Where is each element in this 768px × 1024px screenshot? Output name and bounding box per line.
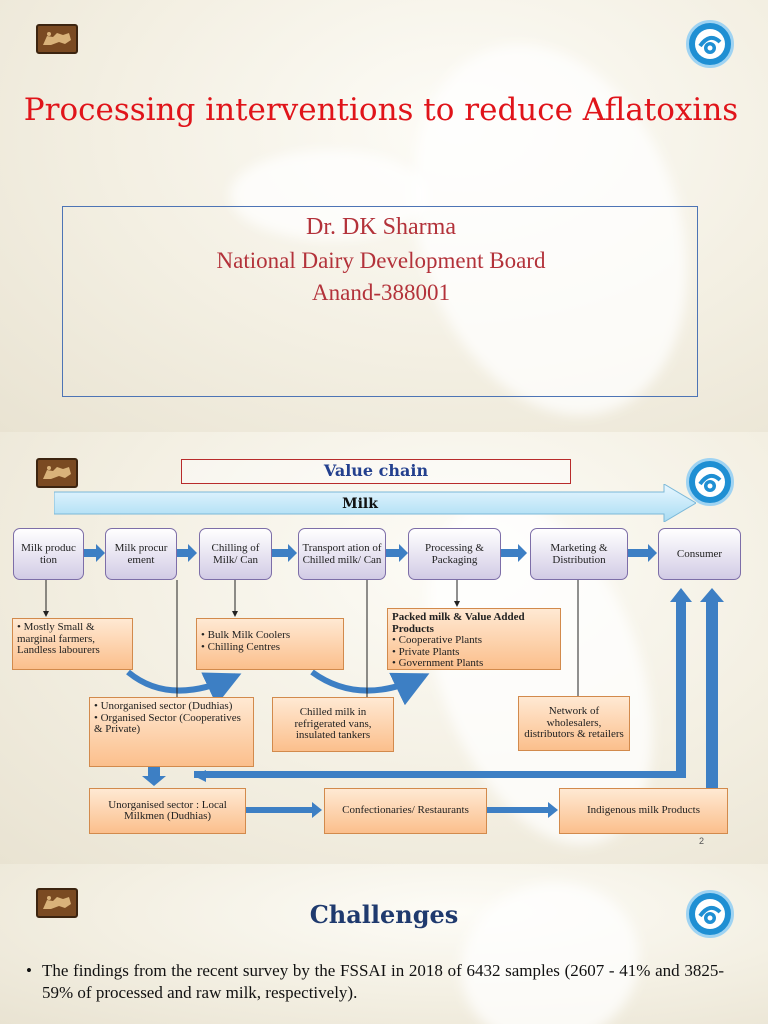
page-number: 2 xyxy=(698,836,704,846)
stage-consumer: Consumer xyxy=(658,528,741,580)
bullet-dot: • xyxy=(26,961,32,980)
info-box-sectors: Unorganised sector (Dudhias) Organised S… xyxy=(89,697,254,767)
stage-marketing: Marketing & Distribution xyxy=(530,528,628,580)
harappan-seal-icon xyxy=(36,888,78,918)
info-box-coolers: Bulk Milk Coolers Chilling Centres xyxy=(196,618,344,670)
info-box-chilled-transport: Chilled milk in refrigerated vans, insul… xyxy=(272,697,394,752)
author-organisation: National Dairy Development Board xyxy=(216,248,546,273)
slide-challenges: Challenges • The findings from the recen… xyxy=(0,864,768,1024)
info-box-farmers: Mostly Small & marginal farmers, Landles… xyxy=(12,618,133,670)
challenges-bullet: • The findings from the recent survey by… xyxy=(26,960,724,1004)
fssai-logo-icon xyxy=(686,890,734,938)
list-item: Unorganised sector (Dudhias) xyxy=(94,700,249,713)
info-box-packed-products: Packed milk & Value Added Products Coope… xyxy=(387,608,561,670)
fssai-logo-icon xyxy=(686,458,734,506)
info-box-indigenous-products: Indigenous milk Products xyxy=(559,788,728,834)
author-name: Dr. DK Sharma xyxy=(306,214,456,240)
value-chain-title: Value chain xyxy=(181,459,571,484)
slide-title: Processing interventions to reduce Aflat… xyxy=(0,0,768,432)
slide-value-chain: Value chain Milk xyxy=(0,432,768,864)
stage-milk-procurement: Milk procur ement xyxy=(105,528,177,580)
packed-products-title: Packed milk & Value Added Products xyxy=(392,611,525,635)
author-box: Dr. DK Sharma National Dairy Development… xyxy=(62,206,698,397)
fssai-logo-icon xyxy=(686,20,734,68)
stage-milk-production: Milk produc tion xyxy=(13,528,84,580)
challenges-title: Challenges xyxy=(309,900,459,929)
harappan-seal-icon xyxy=(36,458,78,488)
stage-chilling: Chilling of Milk/ Can xyxy=(199,528,272,580)
info-box-confectionaries: Confectionaries/ Restaurants xyxy=(324,788,487,834)
slide-title-heading: Processing interventions to reduce Aflat… xyxy=(23,92,739,128)
list-item: Organised Sector (Cooperatives & Private… xyxy=(94,712,249,736)
stage-transportation: Transport ation of Chilled milk/ Can xyxy=(298,528,386,580)
challenges-bullet-text: The findings from the recent survey by t… xyxy=(42,961,724,1002)
author-city: Anand-388001 xyxy=(312,280,450,305)
flow-connectors xyxy=(43,544,724,818)
milk-arrow-label: Milk xyxy=(342,496,378,512)
stage-processing: Processing & Packaging xyxy=(408,528,501,580)
list-item: Chilling Centres xyxy=(201,641,339,654)
list-item: Mostly Small & marginal farmers, Landles… xyxy=(17,621,128,657)
milk-flow-arrow xyxy=(54,484,696,522)
info-box-local-milkmen: Unorganised sector : Local Milkmen (Dudh… xyxy=(89,788,246,834)
list-item: Cooperative Plants xyxy=(392,634,556,647)
milk-splash xyxy=(230,150,430,240)
list-item: Government Plants xyxy=(392,657,556,670)
list-item: Private Plants xyxy=(392,646,556,659)
harappan-seal-icon xyxy=(36,24,78,54)
list-item: Bulk Milk Coolers xyxy=(201,629,339,642)
info-box-network: Network of wholesalers, distributors & r… xyxy=(518,696,630,751)
